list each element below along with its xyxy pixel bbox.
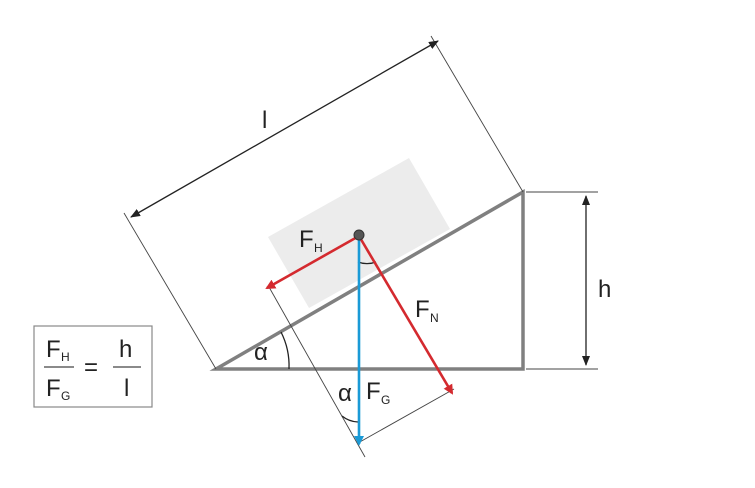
incline-triangle bbox=[209, 188, 525, 371]
construction-line-fn bbox=[357, 388, 455, 444]
label-fn: F N bbox=[415, 296, 439, 325]
label-fg-subscript: G bbox=[381, 393, 390, 407]
label-fn-subscript: N bbox=[430, 311, 439, 325]
formula-box: F H F G = h l bbox=[33, 325, 153, 408]
label-fg-symbol: F bbox=[366, 378, 381, 405]
construction-line-fh bbox=[268, 286, 366, 458]
formula-left-numerator-symbol: F bbox=[46, 336, 61, 363]
label-fh-symbol: F bbox=[299, 226, 314, 253]
length-extension-line-left bbox=[123, 212, 217, 370]
length-dimension-arrow bbox=[130, 40, 439, 218]
force-arrow-normal bbox=[357, 235, 454, 395]
formula-right-denominator: l bbox=[124, 375, 129, 402]
length-label: l bbox=[262, 107, 267, 134]
height-label: h bbox=[598, 276, 611, 303]
length-extension-line-right bbox=[430, 35, 524, 193]
formula-left-denominator-subscript: G bbox=[61, 389, 70, 403]
angle-label-force: α bbox=[338, 380, 352, 407]
label-fh: F H bbox=[299, 226, 323, 255]
formula-equals: = bbox=[84, 354, 98, 381]
force-arrow-hangabtrieb bbox=[265, 234, 360, 290]
formula-right-numerator: h bbox=[119, 336, 132, 363]
formula-left-numerator-subscript: H bbox=[61, 350, 70, 364]
center-of-mass-dot bbox=[353, 229, 365, 241]
label-fg: F G bbox=[366, 378, 390, 407]
angle-arc-force bbox=[341, 415, 359, 423]
angle-arc-base bbox=[280, 331, 290, 370]
formula-left-denominator-symbol: F bbox=[46, 375, 61, 402]
label-fh-subscript: H bbox=[314, 241, 323, 255]
angle-label-base: α bbox=[254, 339, 268, 366]
label-fn-symbol: F bbox=[415, 296, 430, 323]
